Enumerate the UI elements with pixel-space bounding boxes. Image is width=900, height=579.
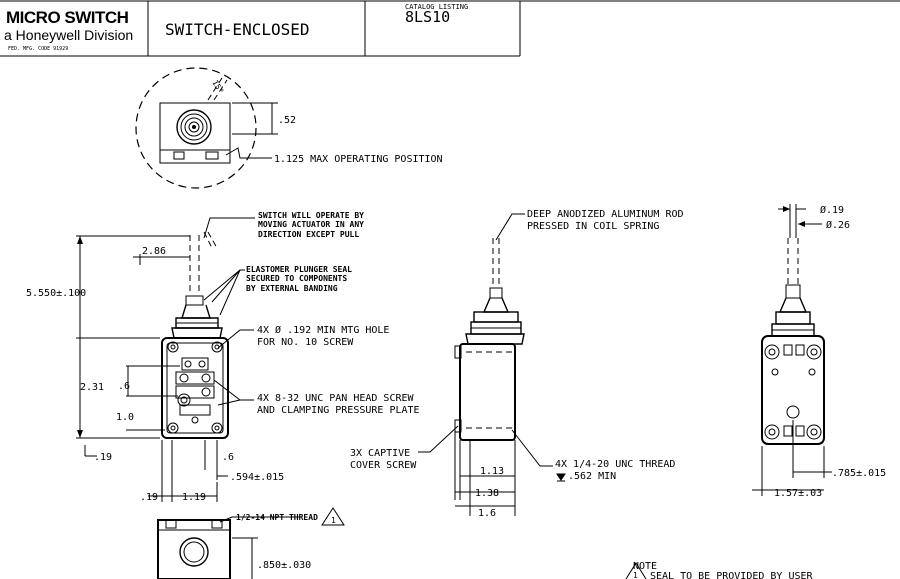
depth-symbol-icon [556, 473, 566, 482]
catalog-caption: CATALOG LISTING [405, 3, 468, 11]
note-operate-2: MOVING ACTUATOR IN ANY [258, 220, 364, 229]
note-mtg-hole-2: FOR NO. 10 SCREW [257, 337, 354, 348]
note-seal-2: SECURED TO COMPONENTS [246, 274, 347, 283]
dim-138: 1.38 [475, 488, 499, 499]
product-title: SWITCH-ENCLOSED [165, 20, 310, 39]
note-npt-thread: 1/2-14 NPT THREAD [236, 513, 318, 522]
dim-10: 1.0 [116, 412, 134, 423]
dim-113: 1.13 [480, 466, 504, 477]
dim-0594: .594±.015 [230, 472, 284, 483]
angle-label: 15° [210, 79, 225, 96]
dim-119: 1.19 [182, 492, 206, 503]
notes: NOTE 1 SEAL TO BE PROVIDED BY USER [625, 561, 814, 579]
note-thread-2: .562 MIN [568, 471, 616, 482]
dim-06-right: .6 [222, 452, 234, 463]
catalog-number: 8LS10 [405, 8, 450, 26]
side-view: 1.13 1.38 1.6 DEEP ANODIZED ALUMINUM ROD… [350, 209, 684, 519]
dim-dia-019: Ø.19 [820, 204, 844, 216]
division-text: a Honeywell Division [4, 27, 133, 43]
note-1-text: SEAL TO BE PROVIDED BY USER [650, 571, 814, 579]
note-mtg-hole-1: 4X Ø .192 MIN MTG HOLE [257, 324, 389, 336]
note-screw-1: 4X 8-32 UNC PAN HEAD SCREW [257, 393, 415, 404]
note-thread-1: 4X 1/4-20 UNC THREAD [555, 459, 675, 470]
dim-actuator-286: 2.86 [142, 246, 166, 257]
dim-0850: .850±.030 [257, 560, 311, 571]
note-triangle-icon [625, 562, 647, 579]
note-operate-1: SWITCH WILL OPERATE BY [258, 211, 364, 220]
note-seal-3: BY EXTERNAL BANDING [246, 284, 338, 293]
rear-view: Ø.19 Ø.26 .785±.015 1.57±.03 [752, 204, 886, 499]
note-seal-1: ELASTOMER PLUNGER SEAL [246, 265, 352, 274]
dim-06-left: .6 [118, 381, 130, 392]
dim-body-231: 2.31 [80, 382, 104, 393]
dim-019-bottom: .19 [140, 492, 158, 503]
dim-019-left: .19 [94, 452, 112, 463]
bottom-view: 1/2-14 NPT THREAD 1 .850±.030 [157, 507, 345, 579]
note-screw-2: AND CLAMPING PRESSURE PLATE [257, 405, 420, 416]
brand-logo-text: MICRO SWITCH [6, 8, 129, 27]
note-rod-2: PRESSED IN COIL SPRING [527, 221, 659, 232]
note-heading: NOTE [633, 561, 657, 572]
max-operating-label: 1.125 MAX OPERATING POSITION [274, 154, 443, 165]
note-mark-1: 1 [633, 571, 638, 579]
note-captive-1: 3X CAPTIVE [350, 448, 410, 459]
fed-code-text: FED. MFG. CODE 91929 [8, 46, 68, 52]
operating-range-circle [135, 67, 257, 189]
dim-157: 1.57±.03 [774, 488, 822, 499]
front-housing [161, 337, 229, 439]
top-view: 15° .52 1.125 MAX OPERATING POSITION [135, 67, 443, 189]
side-housing [459, 343, 516, 441]
dim-overall-height: 5.550±.100 [26, 288, 86, 299]
title-block: MICRO SWITCH a Honeywell Division FED. M… [0, 0, 900, 57]
dim-16: 1.6 [478, 508, 496, 519]
note-operate-3: DIRECTION EXCEPT PULL [258, 230, 359, 239]
seal-triangle-icon [321, 507, 345, 526]
seal-mark-1: 1 [331, 516, 336, 525]
note-rod-1: DEEP ANODIZED ALUMINUM ROD [527, 209, 684, 220]
dim-0785: .785±.015 [832, 468, 886, 479]
dim-dia-026: Ø.26 [826, 219, 850, 231]
dim-height-52: .52 [278, 115, 296, 126]
housing-top-outline [159, 102, 231, 164]
note-captive-2: COVER SCREW [350, 460, 417, 471]
front-view: 5.550±.100 2.86 2.31 .6 1.0 .19 .6 .594±… [26, 211, 420, 503]
